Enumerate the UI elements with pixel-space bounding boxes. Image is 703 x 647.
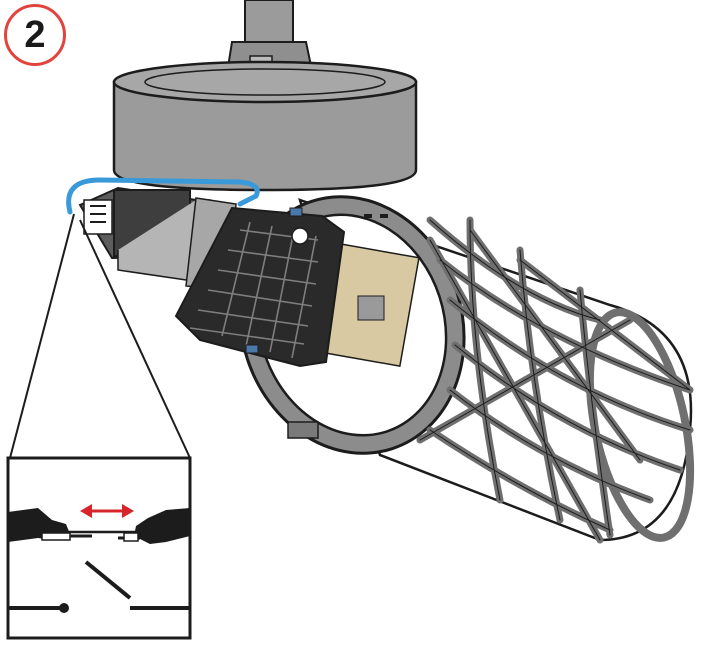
open-switch-icon [8, 560, 190, 613]
right-hand-icon [134, 508, 190, 544]
housing-drum [112, 60, 418, 192]
right-connector-icon [123, 532, 139, 542]
connector-detail-inset [6, 456, 192, 640]
double-headed-arrow-icon [80, 504, 134, 518]
left-connector-icon [41, 532, 71, 541]
step-number-label: 2 [24, 14, 46, 56]
callout-leaders [9, 213, 191, 459]
connection-cable [66, 177, 260, 215]
step-number-badge: 2 [4, 4, 66, 66]
heatsink-module [174, 206, 346, 368]
